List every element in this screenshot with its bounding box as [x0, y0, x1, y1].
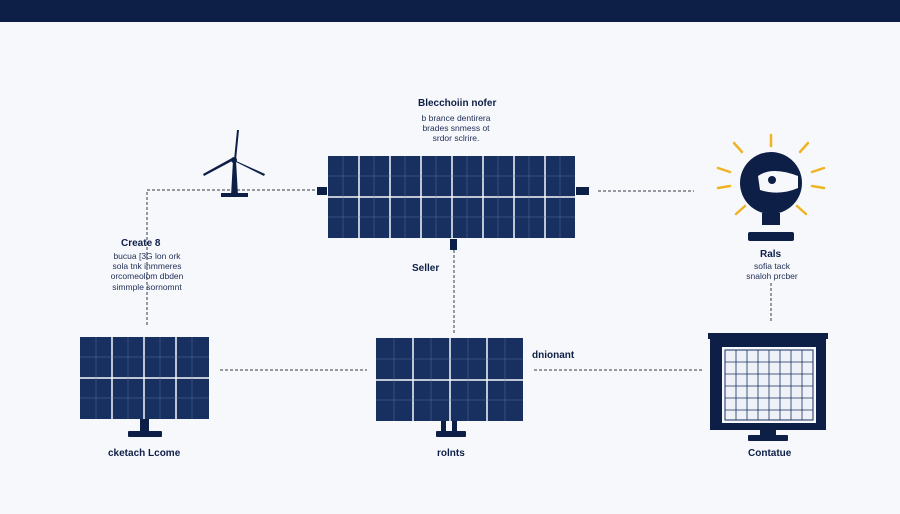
left-desc-line: bucua [3G lon ork	[113, 251, 181, 261]
solar-panel-bottom-left	[80, 337, 209, 437]
panel-connector-left	[317, 187, 327, 195]
solar-array-top	[317, 156, 589, 250]
connector-lines	[146, 189, 772, 371]
top-desc-line: b brance dentirera	[421, 113, 491, 123]
middle-right-label: dnionant	[532, 350, 575, 361]
left-desc-line: simmple sornomnt	[112, 281, 182, 292]
panel-connector-right	[576, 187, 589, 195]
left-desc-line: sola tnk inmmeres	[112, 261, 182, 272]
bottom-left-label: cketach Lcome	[108, 448, 181, 459]
bottom-center-label: rolnts	[437, 448, 465, 459]
right-note-description: sofia tack snaloh prcber	[730, 261, 814, 281]
top-description: b brance dentirera brades snmess ot srdo…	[396, 113, 516, 144]
top-title: Blecchoiin nofer	[418, 98, 497, 109]
top-desc-line: srdor sclrire.	[432, 133, 480, 144]
right-desc-line: sofia tack	[754, 261, 790, 271]
center-label: Seller	[412, 263, 440, 274]
left-desc-line: orcomeolom dbden	[110, 271, 184, 282]
right-note-title: Rals	[760, 249, 782, 260]
connector-left-vertical	[146, 189, 318, 325]
sun-bulb-icon	[716, 133, 826, 241]
left-note-description: bucua [3G lon ork sola tnk inmmeres orco…	[92, 251, 202, 292]
top-banner	[0, 0, 900, 22]
bottom-right-label: Contatue	[748, 448, 792, 459]
solar-panel-bottom-center	[376, 338, 523, 437]
framed-panel-bottom-right	[708, 333, 828, 441]
wind-turbine-icon	[203, 130, 265, 197]
top-desc-line: brades snmess ot	[422, 123, 490, 134]
panel-connector-bottom	[450, 239, 457, 250]
right-desc-line: snaloh prcber	[746, 271, 798, 282]
left-note-title: Create 8	[121, 238, 161, 249]
